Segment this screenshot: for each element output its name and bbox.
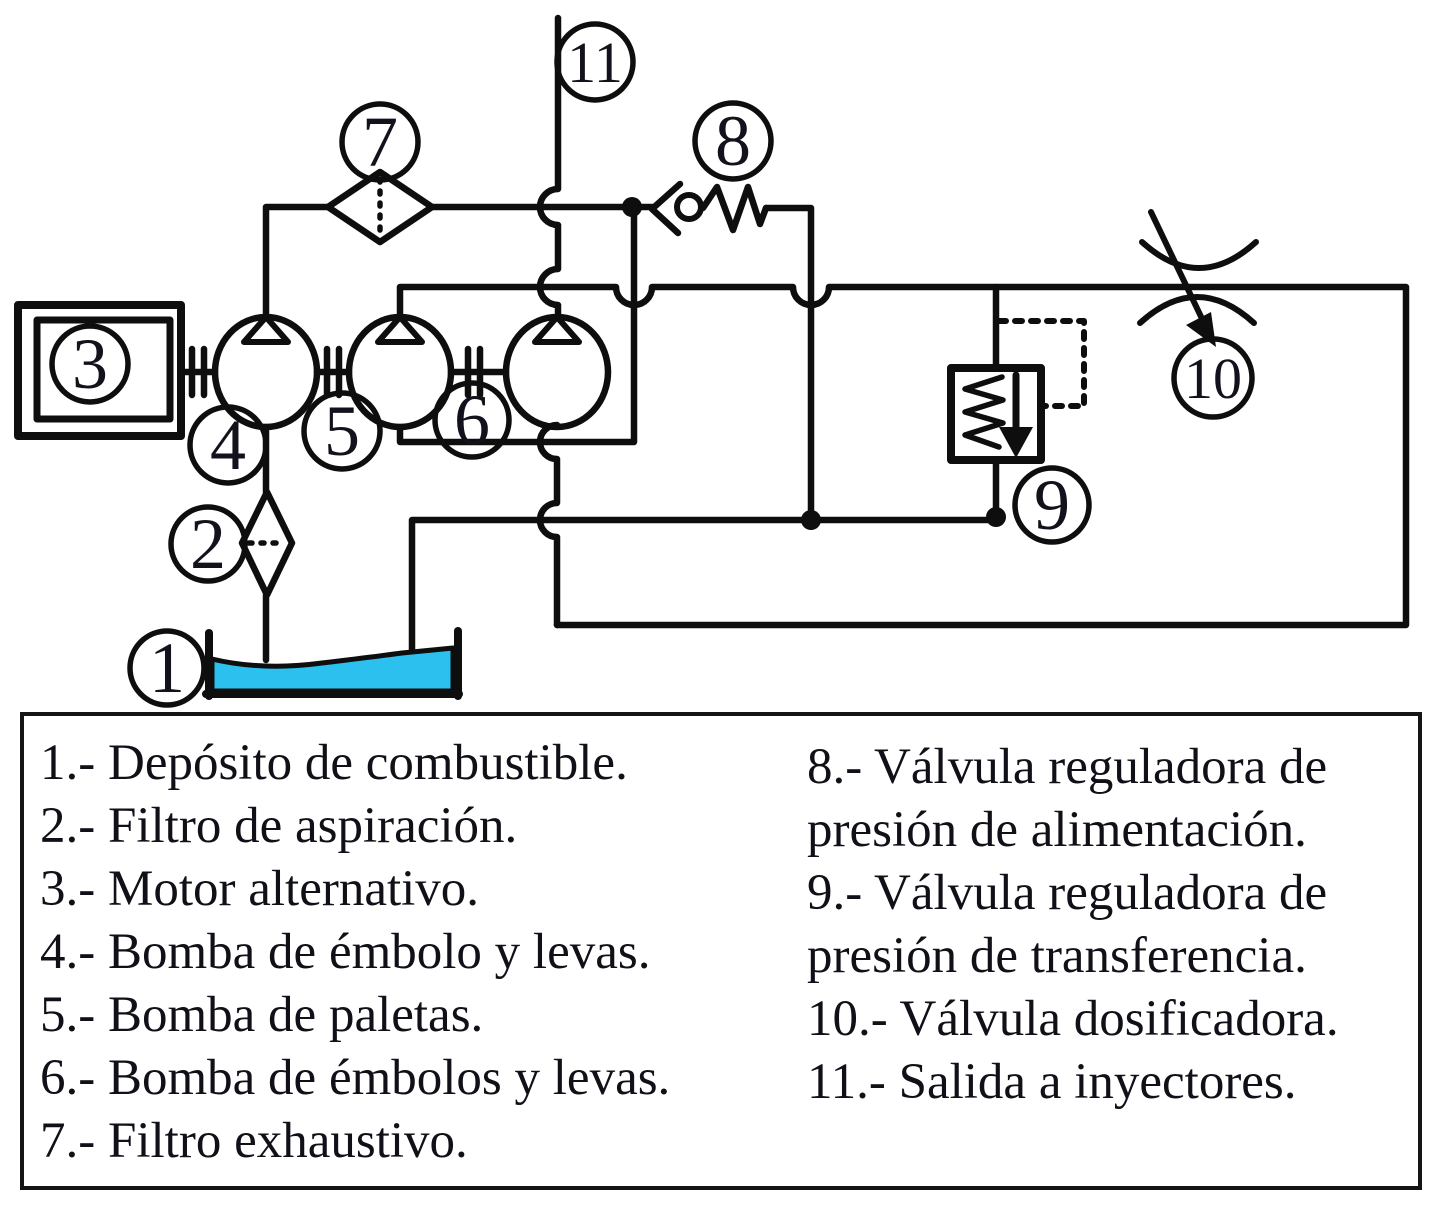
legend-item-10: 10.- Válvula dosificadora. <box>807 991 1339 1047</box>
label-circle-8 <box>692 100 774 182</box>
legend-item-7: 7.- Filtro exhaustivo. <box>40 1113 468 1169</box>
label-5: 5 <box>324 391 360 471</box>
label-9: 9 <box>1034 465 1070 545</box>
valve9-spring-icon <box>962 374 1006 450</box>
supply-rail-line <box>396 283 1410 629</box>
junction-dot-valve8-inlet <box>622 197 642 217</box>
legend-right-column: 8.- Válvula reguladora de presión de ali… <box>807 736 1339 1114</box>
junction-dot-valve9-drain <box>986 507 1006 527</box>
filter2-diamond <box>238 488 296 599</box>
label-8: 8 <box>715 101 751 181</box>
legend-item-1: 1.- Depósito de combustible. <box>40 735 628 791</box>
label-circle-5 <box>301 390 383 472</box>
label-circle-9 <box>1012 465 1092 545</box>
tank-fluid <box>209 645 456 694</box>
legend-item-8-line2: presión de alimentación. <box>807 802 1307 858</box>
valve8-spring-icon <box>699 183 770 234</box>
legend-item-6: 6.- Bomba de émbolos y levas. <box>40 1050 671 1106</box>
legend-box: 1.- Depósito de combustible. 2.- Filtro … <box>20 712 1422 1190</box>
valve8-ball-icon <box>674 192 704 222</box>
valve9-arrowhead-icon <box>999 427 1033 458</box>
label-circle-6 <box>432 380 512 460</box>
motor-inner-box <box>33 316 174 423</box>
legend-left-column: 1.- Depósito de combustible. 2.- Filtro … <box>40 732 670 1173</box>
label-3: 3 <box>72 324 108 404</box>
pump4-to-filter7-line <box>262 203 332 320</box>
label-10: 10 <box>1184 346 1242 411</box>
pump5-loop-line <box>396 208 638 446</box>
label-circle-4 <box>187 404 269 486</box>
legend-item-9-line2: presión de transferencia. <box>807 928 1307 984</box>
valve10-throttle-arc-bottom <box>1137 294 1257 326</box>
label-circle-1 <box>127 628 207 708</box>
label-circle-7 <box>339 101 421 183</box>
label-11: 11 <box>567 30 623 95</box>
label-circle-10 <box>1171 336 1255 420</box>
injector-output-line <box>536 14 562 320</box>
legend-item-3: 3.- Motor alternativo. <box>40 861 480 917</box>
valve10-adjust-arrow-line <box>1148 209 1208 328</box>
legend-item-9-line1: 9.- Válvula reguladora de <box>807 865 1328 921</box>
legend-item-11: 11.- Salida a inyectores. <box>807 1054 1297 1110</box>
legend-item-4: 4.- Bomba de émbolo y levas. <box>40 924 651 980</box>
label-circle-11 <box>554 21 636 103</box>
label-circle-2 <box>168 504 248 584</box>
legend-item-2: 2.- Filtro de aspiración. <box>40 798 518 854</box>
pump6-outlet-triangle-icon <box>532 314 582 345</box>
pump5-outlet-triangle-icon <box>375 314 425 345</box>
shaft-pump4-pump5 <box>313 345 353 399</box>
label-6: 6 <box>454 380 490 460</box>
valve8-seat-icon <box>648 180 684 237</box>
shaft-motor-pump4 <box>178 345 219 399</box>
label-1: 1 <box>149 628 185 708</box>
valve10-throttle-arc-top <box>1139 239 1259 271</box>
motor-outer-box <box>14 301 185 440</box>
valve8-outlet-drain-line <box>762 204 815 524</box>
legend-item-8-line1: 8.- Válvula reguladora de <box>807 739 1328 795</box>
shaft-pump5-pump6 <box>447 345 510 399</box>
label-2: 2 <box>190 504 226 584</box>
label-circle-3 <box>49 323 131 405</box>
label-4: 4 <box>210 405 246 485</box>
pump4-outlet-triangle-icon <box>241 314 291 345</box>
return-rail-line <box>408 516 1000 661</box>
valve9-pilot-dashed-line <box>996 318 1087 409</box>
label-7: 7 <box>362 102 398 182</box>
junction-dot-return-rail <box>801 510 821 530</box>
legend-item-5: 5.- Bomba de paletas. <box>40 987 484 1043</box>
pump6-suction-line <box>536 421 561 629</box>
